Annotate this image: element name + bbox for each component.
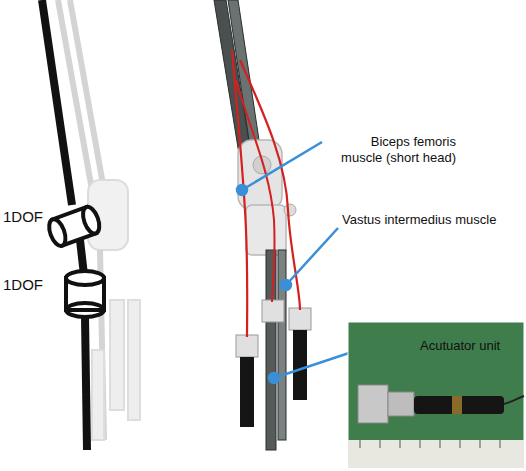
part-label: Biceps femoris muscle (short head) <box>326 134 456 167</box>
dof-label: 1DOF <box>3 208 63 227</box>
dof-label: 1DOF <box>3 276 63 295</box>
joint-cylinder <box>66 271 104 317</box>
part-label: Vastus intermedius muscle <box>342 212 522 228</box>
leader-lines <box>237 142 358 383</box>
part-label: Acutuator unit <box>420 338 520 354</box>
robot-leg <box>214 0 311 450</box>
kinematic-chain <box>42 0 104 450</box>
actuator-photo <box>348 322 524 468</box>
joint-cylinder <box>46 205 103 248</box>
